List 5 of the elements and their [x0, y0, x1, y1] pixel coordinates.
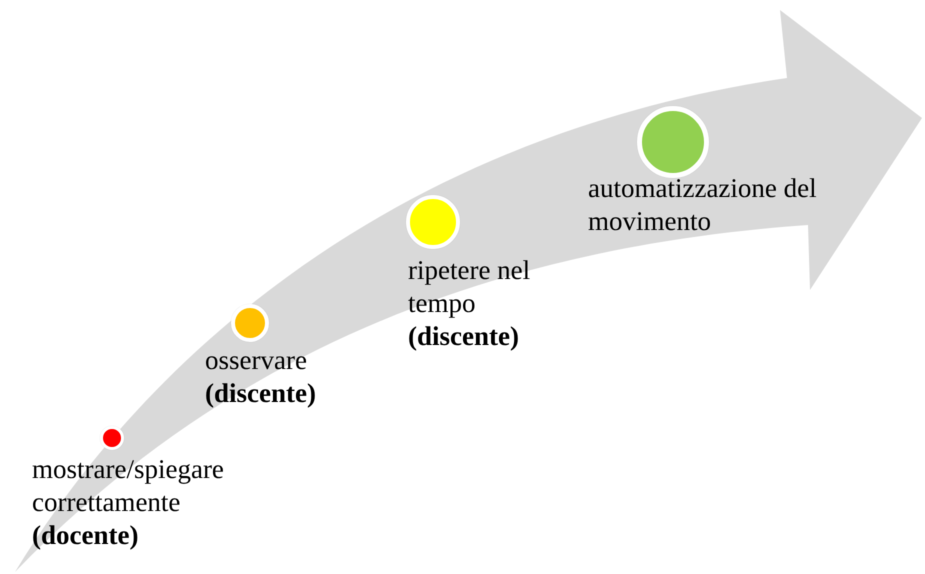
step-dot	[100, 426, 124, 450]
step-label: osservare (discente)	[205, 344, 317, 410]
step-label: mostrare/spiegare correttamente (docente)	[32, 453, 225, 552]
step-label: automatizzazione del movimento	[588, 172, 818, 238]
step-label: ripetere nel tempo (discente)	[408, 254, 532, 353]
